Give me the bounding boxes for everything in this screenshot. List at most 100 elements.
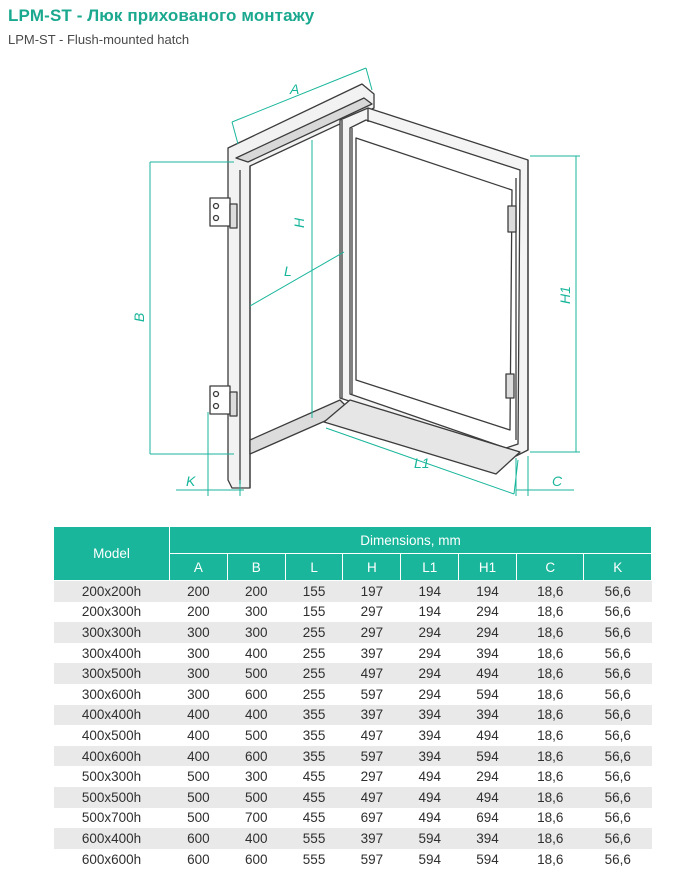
dimension-cell: 200 <box>169 580 228 602</box>
dimension-cell: 194 <box>458 580 517 602</box>
hatch-technical-drawing: A B H L L1 H1 C K <box>131 67 580 496</box>
dimension-cell: 56,6 <box>604 645 631 661</box>
dimension-cell: 394 <box>458 704 517 726</box>
dimension-cell: 255 <box>285 663 343 684</box>
dimension-cell: 56,6 <box>604 769 631 785</box>
dimension-cell: 400 <box>227 704 286 726</box>
dimension-cell: 594 <box>476 851 499 867</box>
column-header-h: H <box>342 553 402 581</box>
dimension-cell: 297 <box>342 622 401 643</box>
model-cell: 300x600h <box>81 686 142 702</box>
dimension-cell: 600 <box>169 828 228 849</box>
dimension-cell: 300 <box>169 663 228 684</box>
dimension-cell: 397 <box>342 704 401 726</box>
dimension-cell: 300 <box>187 645 210 661</box>
dimension-cell: 500 <box>187 810 210 826</box>
dimension-cell: 494 <box>418 810 441 826</box>
dimension-cell: 56,6 <box>604 851 631 867</box>
dimension-cell: 18,6 <box>537 769 564 785</box>
dimension-cell: 18,6 <box>516 786 584 808</box>
dimension-cell: 494 <box>400 786 459 808</box>
dimension-cell: 400 <box>169 704 228 726</box>
model-cell: 400x400h <box>53 704 170 726</box>
model-cell: 300x500h <box>53 663 170 684</box>
dimension-cell: 197 <box>342 580 401 602</box>
model-cell: 300x400h <box>81 645 142 661</box>
model-cell: 300x300h <box>53 622 170 643</box>
column-header-a: A <box>169 553 228 581</box>
dimension-cell: 700 <box>244 810 268 826</box>
dimension-cell: 455 <box>302 769 326 785</box>
dimension-cell: 594 <box>458 745 517 767</box>
dimension-cell: 18,6 <box>537 727 564 743</box>
dimension-cell: 400 <box>169 745 228 767</box>
dimension-cell: 200 <box>187 604 210 620</box>
label-l: L <box>284 263 292 279</box>
dimension-cell: 555 <box>302 851 326 867</box>
dimension-cell: 394 <box>476 645 499 661</box>
dimension-cell: 18,6 <box>516 828 584 849</box>
dimension-cell: 18,6 <box>516 580 584 602</box>
column-header-c: C <box>515 553 585 581</box>
dimension-cell: 56,6 <box>604 686 631 702</box>
dimension-cell: 500 <box>227 786 286 808</box>
dimension-cell: 56,6 <box>583 828 652 849</box>
dimension-cell: 494 <box>458 786 517 808</box>
dimension-cell: 455 <box>285 786 343 808</box>
column-header-k: K <box>583 553 652 581</box>
dimension-cell: 494 <box>418 769 441 785</box>
dimension-cell: 300 <box>169 622 228 643</box>
dimension-cell: 497 <box>342 663 401 684</box>
dimension-cell: 56,6 <box>604 810 631 826</box>
dimensions-group-header: Dimensions, mm <box>169 526 652 554</box>
dimension-cell: 500 <box>227 663 286 684</box>
dimension-cell: 600 <box>227 745 286 767</box>
dimension-cell: 300 <box>244 604 268 620</box>
dimension-cell: 597 <box>360 851 384 867</box>
dimension-cell: 494 <box>476 727 499 743</box>
dimension-cell: 500 <box>244 727 268 743</box>
model-cell: 500x700h <box>81 810 142 826</box>
dimension-cell: 397 <box>342 828 401 849</box>
dimension-cell: 294 <box>400 622 459 643</box>
dimension-cell: 294 <box>476 604 499 620</box>
model-cell: 500x500h <box>53 786 170 808</box>
dimension-cell: 297 <box>360 604 384 620</box>
dimension-cell: 394 <box>458 828 517 849</box>
dimension-cell: 497 <box>360 727 384 743</box>
dimension-cell: 18,6 <box>516 622 584 643</box>
column-header-l1: L1 <box>400 553 460 581</box>
label-c: C <box>552 473 563 489</box>
dimension-cell: 255 <box>302 686 326 702</box>
column-header-l: L <box>284 553 344 581</box>
dimension-cell: 355 <box>285 745 343 767</box>
dimension-cell: 597 <box>342 745 401 767</box>
dimension-cell: 294 <box>458 622 517 643</box>
dimension-cell: 300 <box>187 686 210 702</box>
dimension-cell: 500 <box>169 786 228 808</box>
dimension-cell: 18,6 <box>537 604 564 620</box>
dimension-cell: 594 <box>400 828 459 849</box>
dimension-cell: 56,6 <box>583 745 652 767</box>
label-h1: H1 <box>557 286 573 304</box>
dimension-cell: 355 <box>285 704 343 726</box>
model-cell: 600x400h <box>53 828 170 849</box>
column-header-b: B <box>226 553 286 581</box>
dimension-cell: 597 <box>360 686 384 702</box>
dimension-cell: 18,6 <box>537 851 564 867</box>
dimension-cell: 600 <box>187 851 210 867</box>
dimension-cell: 394 <box>400 745 459 767</box>
dimension-cell: 18,6 <box>537 810 564 826</box>
dimension-cell: 18,6 <box>516 663 584 684</box>
